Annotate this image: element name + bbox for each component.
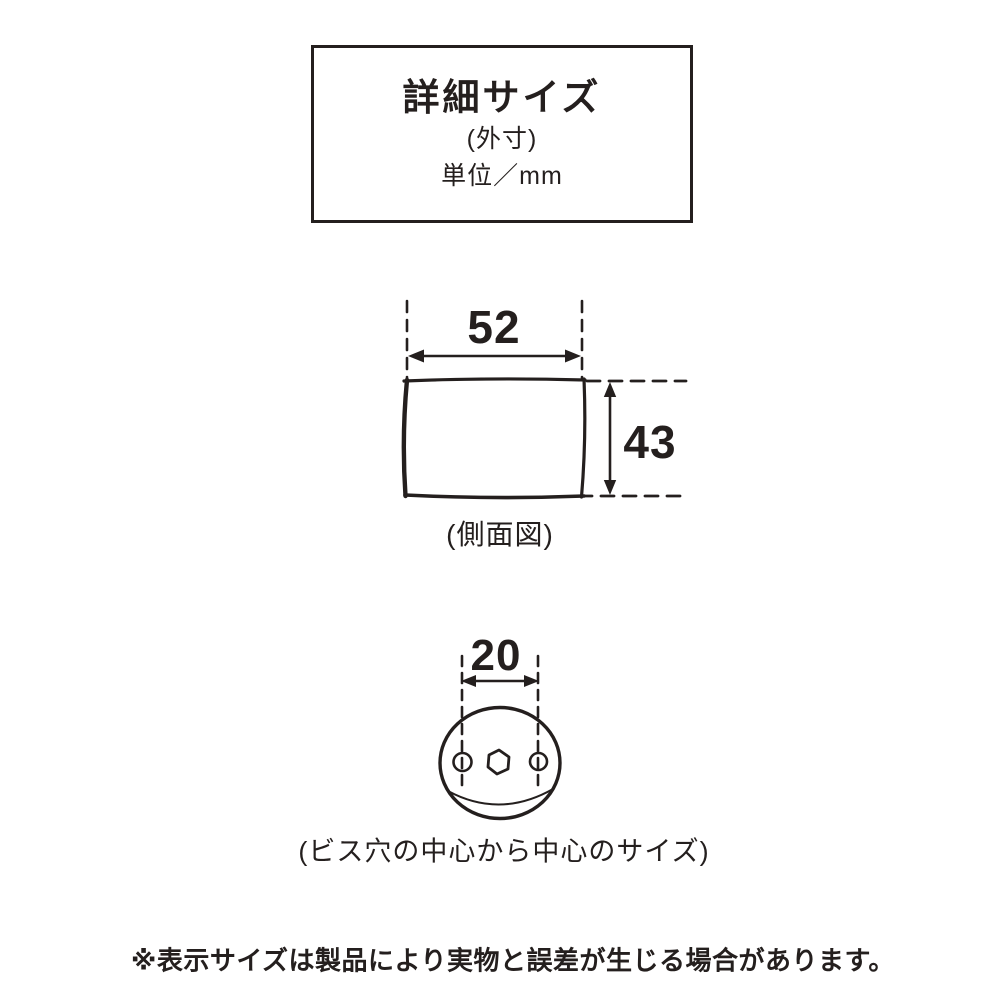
disclaimer-note: ※表示サイズは製品により実物と誤差が生じる場合があります。	[131, 945, 895, 976]
width-dimension-arrow	[408, 349, 581, 363]
page-title: 詳細サイズ	[402, 77, 602, 119]
screw-hole-right	[528, 751, 549, 772]
width-dimension-value: 52	[467, 301, 521, 353]
height-dimension-value: 43	[623, 416, 677, 468]
hole-pitch-value: 20	[470, 631, 522, 680]
bottom-view-caption: (ビス穴の中心から中心のサイズ)	[298, 836, 710, 867]
hole-pitch-arrow	[461, 675, 539, 687]
bottom-view-drawing	[438, 654, 562, 821]
side-view-rect	[401, 377, 587, 500]
title-subtitle: (外寸)	[466, 125, 538, 154]
bottom-view-circle	[438, 705, 562, 821]
height-dimension-arrow	[603, 382, 617, 495]
unit-label: 単位／mm	[441, 161, 563, 190]
title-box: 詳細サイズ (外寸) 単位／mm	[311, 45, 693, 223]
center-hole	[486, 748, 511, 776]
side-view-caption: (側面図)	[446, 519, 554, 550]
screw-hole-left	[452, 751, 473, 773]
bottom-view-circle-sketch-stroke	[447, 788, 554, 806]
side-view-drawing	[401, 299, 688, 500]
